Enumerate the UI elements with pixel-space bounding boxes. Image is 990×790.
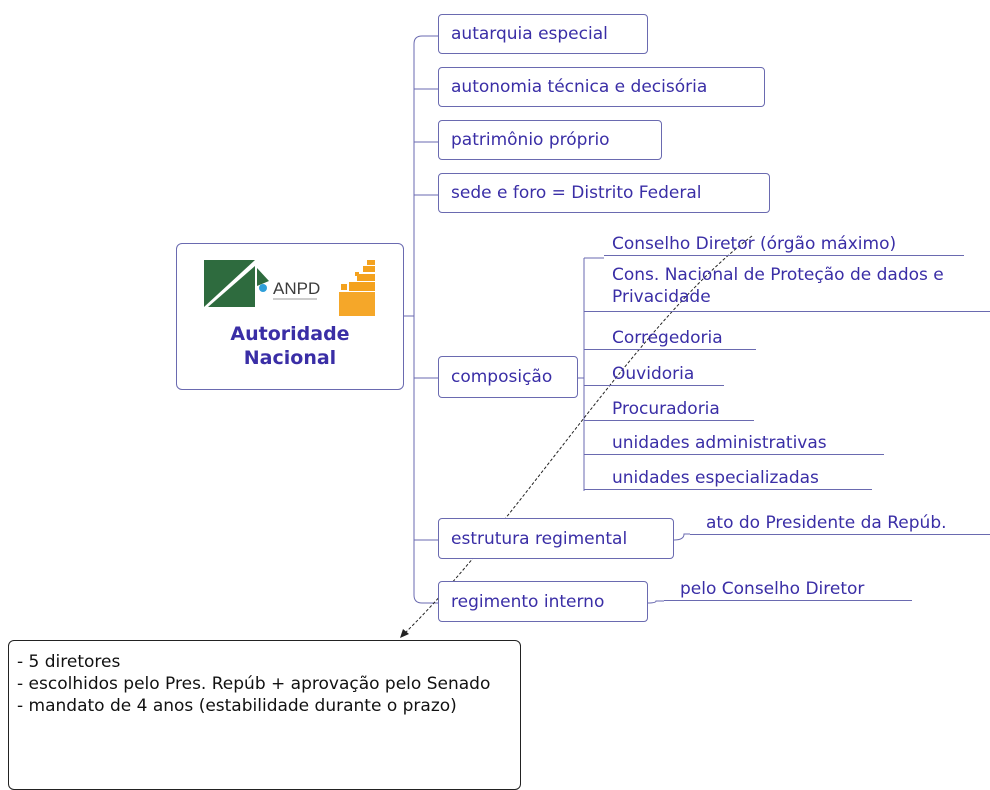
node-estrutura-regimental[interactable]: estrutura regimental [438, 518, 674, 559]
subnode-procuradoria[interactable]: Procuradoria [584, 398, 754, 421]
subnode-ato-presidente[interactable]: ato do Presidente da Repúb. [690, 512, 990, 535]
node-regimento-interno[interactable]: regimento interno [438, 581, 648, 622]
subnode-unidades-especializadas[interactable]: unidades especializadas [584, 467, 872, 490]
note-line: - escolhidos pelo Pres. Repúb + aprovaçã… [17, 674, 491, 694]
subnode-cons-nacional[interactable]: Cons. Nacional de Proteção de dados e Pr… [584, 264, 990, 312]
node-composicao[interactable]: composição [438, 356, 578, 398]
anpd-logo: ANPD [204, 260, 375, 316]
subnode-ouvidoria[interactable]: Ouvidoria [584, 363, 724, 386]
logo-text: ANPD [273, 279, 320, 298]
subnode-corregedoria[interactable]: Corregedoria [584, 327, 756, 350]
subnode-conselho-diretor[interactable]: Conselho Diretor (órgão máximo) [604, 233, 964, 256]
subnode-unidades-administrativas[interactable]: unidades administrativas [584, 432, 884, 455]
node-patrimonio[interactable]: patrimônio próprio [438, 120, 662, 160]
node-autonomia[interactable]: autonomia técnica e decisória [438, 67, 765, 107]
note-line: - 5 diretores [17, 652, 121, 672]
note-box[interactable]: - 5 diretores - escolhidos pelo Pres. Re… [8, 640, 521, 790]
node-sede-foro[interactable]: sede e foro = Distrito Federal [438, 173, 770, 213]
note-line: - mandato de 4 anos (estabilidade durant… [17, 696, 457, 716]
subnode-pelo-conselho[interactable]: pelo Conselho Diretor [664, 578, 912, 601]
node-autarquia-especial[interactable]: autarquia especial [438, 14, 648, 54]
central-title-line1: Autoridade [230, 323, 350, 345]
central-title-line2: Nacional [243, 347, 337, 369]
central-node[interactable]: ANPD Autoridade Nacional [176, 243, 404, 390]
